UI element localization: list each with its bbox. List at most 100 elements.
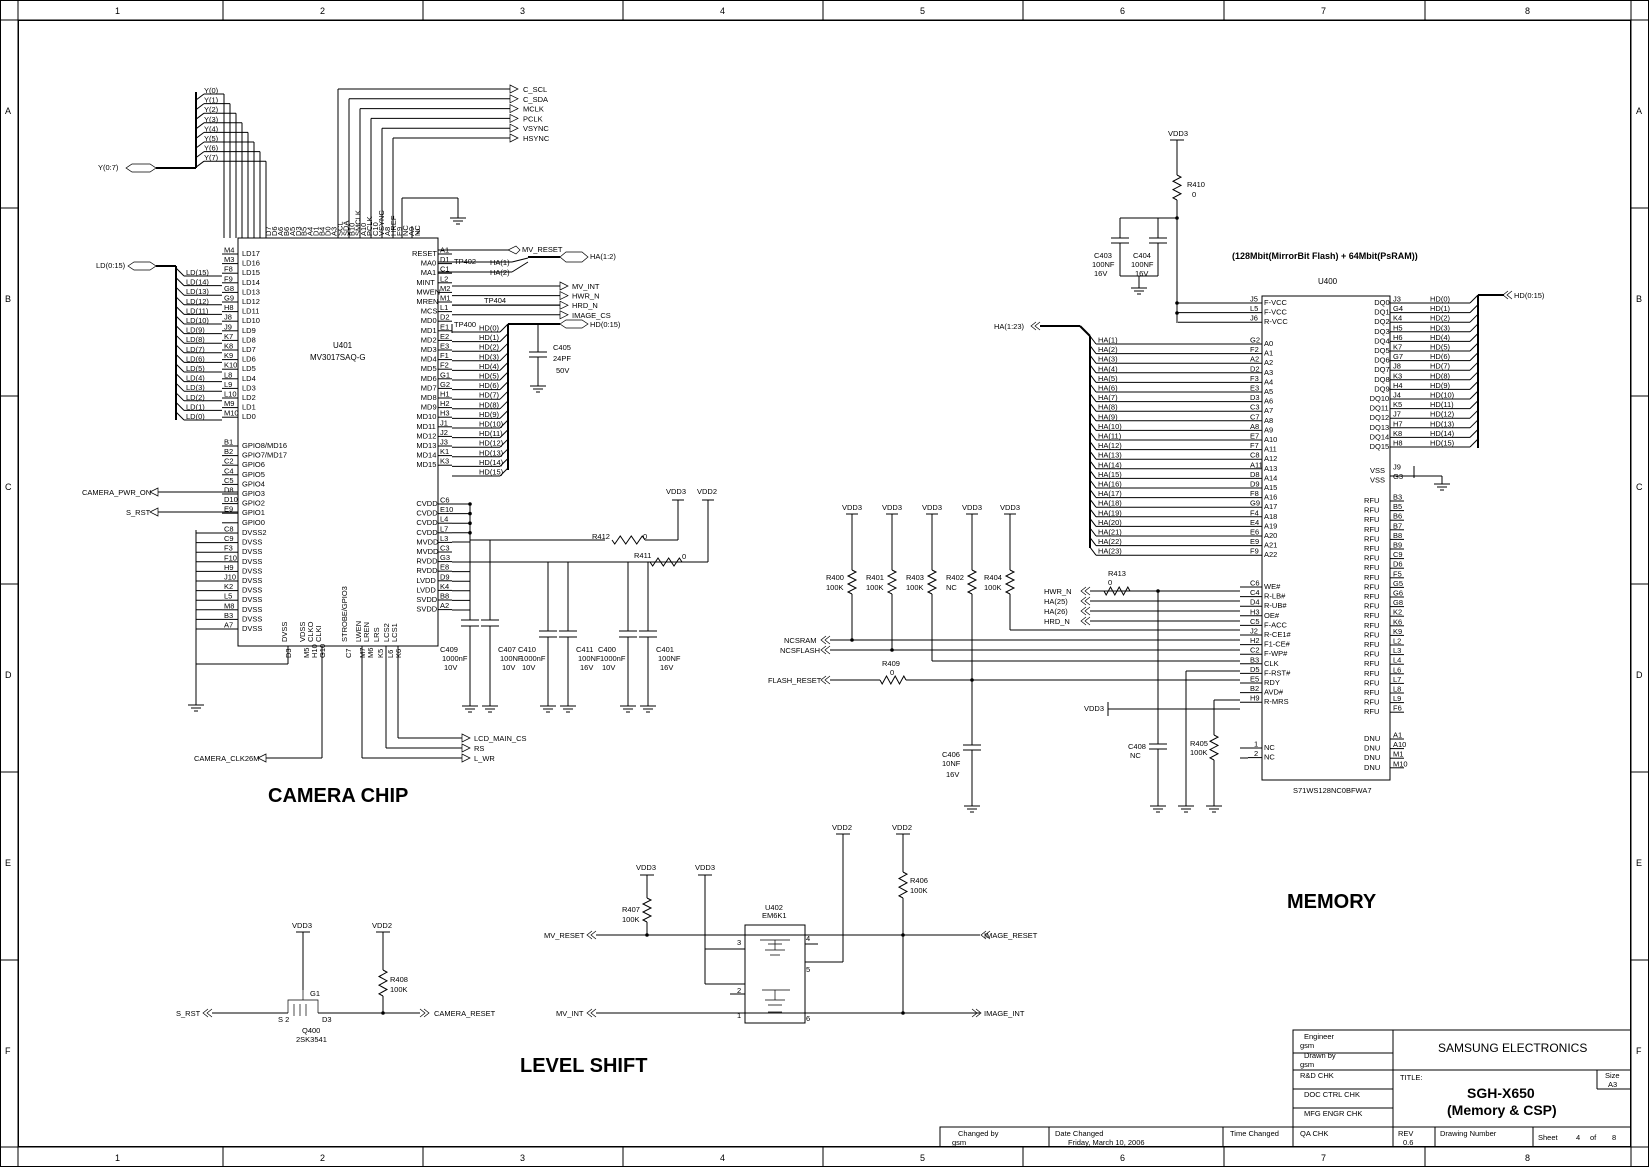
r410-value: 0 <box>1192 190 1196 199</box>
r411-ref: R411 <box>634 551 651 560</box>
u400-pin-name: DQ10 <box>1370 394 1390 403</box>
u400-rfu-name: RFU <box>1364 669 1379 678</box>
title-label: TITLE: <box>1400 1073 1423 1082</box>
ld-net-label: LD(9) <box>186 326 205 335</box>
q400-vdd3-label: VDD3 <box>292 921 312 930</box>
u401-pin-name: MD8 <box>421 393 437 402</box>
pullup-resistor <box>1004 569 1016 595</box>
u400-pin-ball: K7 <box>1393 343 1402 352</box>
u401-pin-ball: M8 <box>224 601 234 610</box>
u401-pin-ball: A2 <box>440 601 449 610</box>
u400-rfu-name: RFU <box>1364 592 1379 601</box>
u401-pin-name: LD11 <box>242 307 259 316</box>
c403-voltage: 16V <box>1094 269 1107 278</box>
hd-net-entry <box>499 390 509 400</box>
u401-pin-ball: M3 <box>224 255 234 264</box>
memory-hd-entry <box>1469 333 1479 342</box>
u401-part: MV3017SAQ-G <box>310 353 366 362</box>
u400-rfu-name: RFU <box>1364 688 1379 697</box>
u401-bottom-pin: CLKO <box>306 621 315 642</box>
u401-pin-name: DVSS <box>242 576 262 585</box>
u400-dnu-name: DNU <box>1364 734 1380 743</box>
u400-pin-ball: J4 <box>1393 391 1401 400</box>
memory-hd-label: HD(1) <box>1430 304 1451 313</box>
u400-pin-name: A17 <box>1264 502 1277 511</box>
cap-voltage: 16V <box>660 663 673 672</box>
hd-net-label: HD(13) <box>479 448 504 457</box>
u401-pin-ball: M10 <box>224 409 239 418</box>
u401-pin-name: LD6 <box>242 355 256 364</box>
u401-pin-name: DVSS <box>242 595 262 604</box>
memory-vdd3-label: VDD3 <box>1168 129 1188 138</box>
c405-cap: C405 24PF 50V <box>529 325 571 393</box>
u401-pin-ball: K4 <box>440 582 449 591</box>
u400-pin-name: A3 <box>1264 368 1273 377</box>
u400-pin-name: DQ11 <box>1370 404 1389 413</box>
memory-hd-entry <box>1469 409 1479 419</box>
drawn-by-label: Drawn by <box>1304 1051 1336 1060</box>
memory-left-net-port <box>1080 616 1091 626</box>
u401-pin-name: LD12 <box>242 297 260 306</box>
u401-pin-name: MCS <box>421 307 438 316</box>
ha12-port <box>559 251 589 263</box>
ctrl-net-port <box>559 310 569 320</box>
memory-left-net-label: HRD_N <box>1044 617 1070 626</box>
u400-memory-chip: (128Mbit(MirrorBit Flash) + 64Mbit(PsRAM… <box>1232 251 1418 795</box>
u401-pin-ball: F9 <box>224 274 233 283</box>
title-line-2: (Memory & CSP) <box>1447 1102 1557 1118</box>
u400-pin-name: A2 <box>1264 358 1273 367</box>
u401-top-pin: D6 <box>270 226 279 236</box>
zone-col-label-top: 3 <box>520 6 525 16</box>
cap-value: 1000nF <box>600 654 626 663</box>
hd-net-label: HD(6) <box>479 381 500 390</box>
u400-rfu-name: RFU <box>1364 525 1379 534</box>
u400-pin-name: F1-CE# <box>1264 640 1291 649</box>
u401-pin-ball: B1 <box>224 438 233 447</box>
u400-pin-name: A12 <box>1264 454 1277 463</box>
ha-net-label: HA(18) <box>1098 499 1122 508</box>
ha-net-label: HA(14) <box>1098 460 1122 469</box>
size-value: A3 <box>1608 1080 1617 1089</box>
u401-top-pin: SMCLK <box>353 210 362 236</box>
u402-pin-number: 6 <box>806 1014 810 1023</box>
u400-pin-ball: J6 <box>1250 314 1258 323</box>
u400-rfu-name: RFU <box>1364 630 1379 639</box>
memory-hd-label: HD(2) <box>1430 314 1451 323</box>
u400-pin-ball: G4 <box>1393 304 1403 313</box>
u400-pin-name: DQ14 <box>1370 432 1390 441</box>
r413-ref: R413 <box>1108 569 1126 578</box>
u400-pin-name: A10 <box>1264 435 1277 444</box>
pullup-ref: R404 <box>984 573 1002 582</box>
hd-net-label: HD(4) <box>479 362 500 371</box>
ctrl-net-port <box>559 291 569 301</box>
u401-pin-ball: B2 <box>224 447 233 456</box>
zone-col-label-top: 4 <box>720 6 725 16</box>
hd-net-entry <box>499 458 509 467</box>
memory-left-net-port <box>1080 606 1091 616</box>
u400-pin-ball: F4 <box>1250 508 1259 517</box>
u401-pin-ball: G9 <box>224 294 234 303</box>
u401-top-pin: SCL <box>335 221 344 236</box>
u400-pin-name: A5 <box>1264 387 1273 396</box>
u401-pin-name: GPIO4 <box>242 479 265 488</box>
pullup-resistor <box>966 569 978 595</box>
doc-chk-label: DOC CTRL CHK <box>1304 1090 1360 1099</box>
u401-pin-ball: L5 <box>224 592 232 601</box>
camera-hd-nets: HD(0)HD(1)HD(2)HD(3)HD(4)HD(5)HD(6)HD(7)… <box>451 319 621 477</box>
memory-hd-label: HD(14) <box>1430 429 1455 438</box>
u400-pin-ball: C8 <box>1250 451 1260 460</box>
u400-pin-ball: D3 <box>1250 393 1260 402</box>
y-net-entry <box>195 141 205 149</box>
section-title-camera: CAMERA CHIP <box>268 785 408 807</box>
u401-top-pin: D0 <box>324 226 333 236</box>
ctrl-net-label: HWR_N <box>572 292 600 301</box>
u401-pin-name: MD11 <box>416 422 435 431</box>
u401-pin-name: GPIO8/MD16 <box>242 441 287 450</box>
memory-hd-entry <box>1469 304 1479 313</box>
u401-pin-ball: K8 <box>224 342 233 351</box>
u401-pin-name: MD9 <box>421 403 437 412</box>
u401-top-pin: E9 <box>395 227 404 236</box>
u400-pin-name: A14 <box>1264 473 1277 482</box>
